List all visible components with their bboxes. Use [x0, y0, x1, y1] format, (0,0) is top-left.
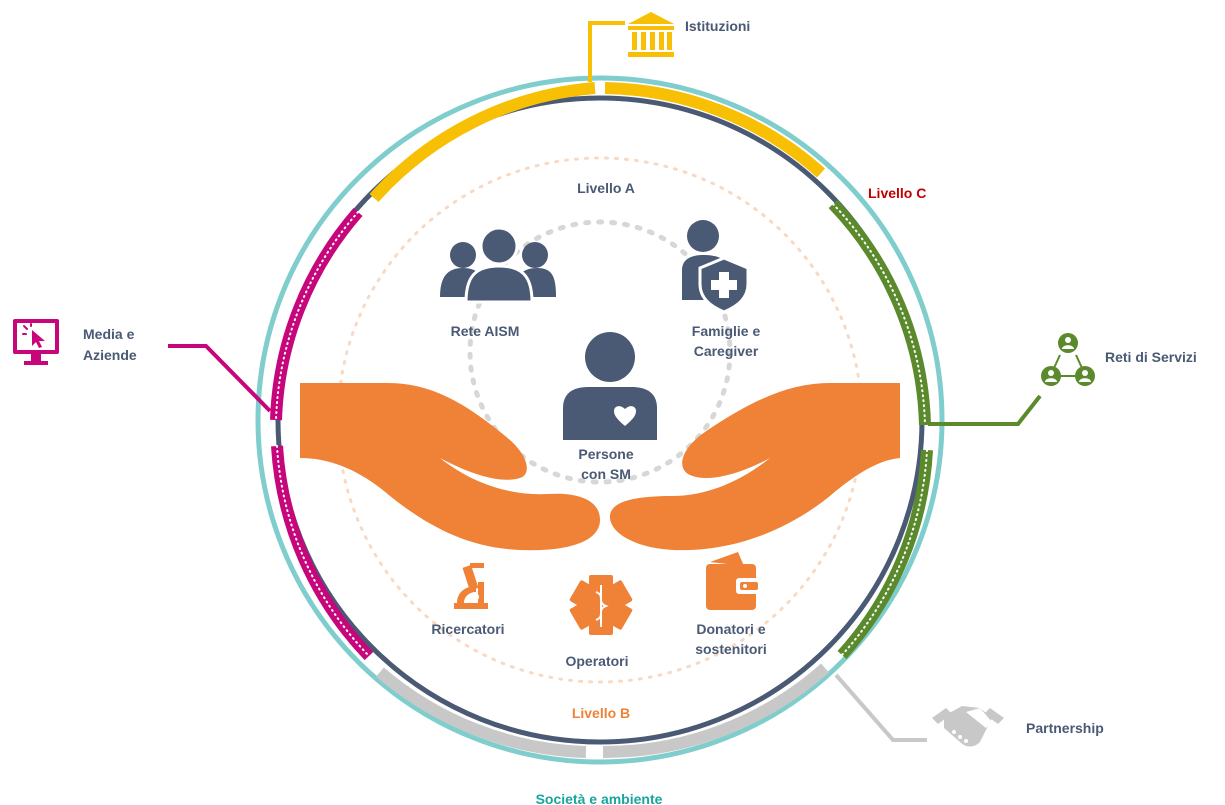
right-hand — [609, 383, 900, 551]
outer-ring-society — [255, 75, 945, 765]
label-rete-aism: Rete AISM — [451, 323, 520, 339]
connector-partnership — [834, 673, 927, 742]
institution-building-icon — [628, 12, 674, 57]
arc-dots-reti — [832, 203, 926, 426]
label-level-b: Livello B — [572, 705, 630, 721]
labels: Livello A Rete AISM Famiglie e Caregiver… — [83, 18, 1197, 805]
label-persone-2: con SM — [581, 466, 631, 482]
label-donatori-2: sostenitori — [695, 641, 767, 657]
label-ricercatori: Ricercatori — [431, 621, 504, 637]
label-media-1: Media e — [83, 326, 135, 342]
connectors — [168, 21, 1042, 742]
label-reti-servizi: Reti di Servizi — [1105, 349, 1197, 365]
wallet-icon — [706, 552, 758, 610]
label-famiglie-2: Caregiver — [694, 343, 759, 359]
core-dotted-ring — [467, 219, 733, 485]
left-hand — [300, 383, 600, 551]
monitor-cursor-icon — [13, 319, 59, 365]
arc-dots — [275, 203, 928, 657]
handshake-icon — [932, 706, 1004, 747]
arc-partnership — [376, 667, 587, 758]
arc-dots-media-2 — [276, 445, 370, 657]
network-nodes-icon — [1041, 333, 1095, 386]
arc-partnership-2 — [602, 663, 829, 759]
label-famiglie-1: Famiglie e — [692, 323, 761, 339]
label-media-2: Aziende — [83, 347, 137, 363]
person-heart-icon — [563, 332, 657, 440]
arc-istituzioni — [369, 82, 596, 202]
label-level-a: Livello A — [577, 180, 635, 196]
label-level-c: Livello C — [868, 185, 926, 201]
connector-media — [168, 344, 272, 413]
star-of-life-icon — [569, 575, 633, 635]
arc-reti-2 — [837, 449, 933, 660]
label-istituzioni: Istituzioni — [685, 18, 750, 34]
arc-dots-media — [275, 211, 359, 421]
arc-istituzioni-2 — [604, 82, 826, 178]
label-persone-1: Persone — [578, 446, 633, 462]
label-partnership: Partnership — [1026, 720, 1104, 736]
group-people-icon — [440, 226, 556, 304]
label-society: Società e ambiente — [536, 791, 663, 805]
person-shield-icon — [682, 220, 750, 314]
hands — [300, 383, 900, 551]
connector-istituzioni — [588, 21, 625, 82]
microscope-icon — [454, 563, 488, 609]
connector-reti — [928, 394, 1042, 426]
label-donatori-1: Donatori e — [696, 621, 765, 637]
label-operatori: Operatori — [565, 653, 628, 669]
